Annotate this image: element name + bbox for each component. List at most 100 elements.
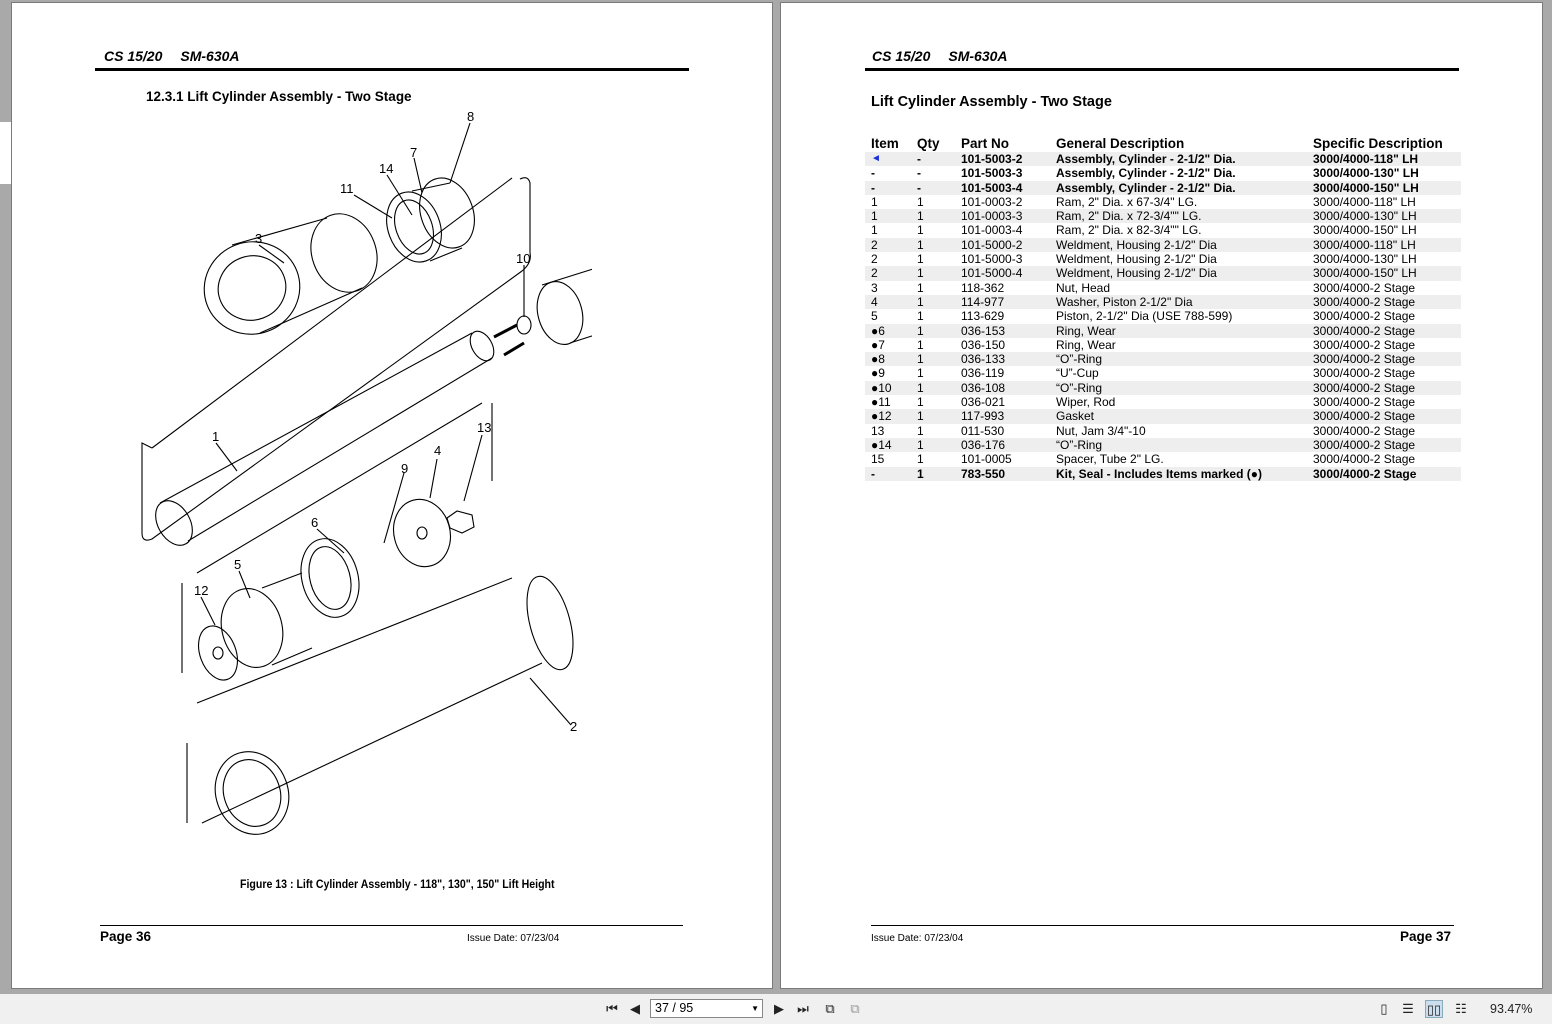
col-general-description: General Description (1056, 136, 1185, 151)
table-cell: 036-153 (955, 323, 1050, 338)
table-cell: 13 (871, 423, 885, 438)
first-page-icon[interactable]: ⏮ (606, 1001, 618, 1016)
callout-11: 11 (340, 181, 354, 196)
table-cell: 3000/4000-2 Stage (1313, 395, 1416, 410)
parts-table: Item Qty Part No General Description Spe… (865, 136, 1461, 481)
single-page-icon[interactable]: ▯ (1380, 1001, 1388, 1016)
callout-9: 9 (401, 461, 408, 476)
table-cell: 3000/4000-2 Stage (1307, 409, 1461, 424)
table-cell: 3000/4000-130" LH (1313, 252, 1417, 267)
table-cell: Nut, Jam 3/4"-10 (1056, 423, 1146, 438)
table-cell: Assembly, Cylinder - 2-1/2" Dia. (1050, 152, 1307, 167)
table-cell: Spacer, Tube 2" LG. (1056, 452, 1164, 467)
table-cell: 101-0003-3 (955, 209, 1050, 224)
header-manual: SM-630A (180, 48, 240, 64)
next-view-icon[interactable]: ⧉ (850, 1001, 860, 1016)
table-cell: 5 (871, 309, 878, 324)
prev-page-icon[interactable]: ◀ (630, 1001, 640, 1016)
facing-icon[interactable]: ▯▯ (1425, 1000, 1443, 1018)
table-cell: 15 (871, 452, 885, 467)
table-cell: ●10 (865, 380, 911, 396)
table-cell: 1 (911, 466, 955, 481)
continuous-facing-icon[interactable]: ☷ (1455, 1001, 1467, 1016)
chevron-down-icon[interactable]: ▼ (751, 1004, 759, 1013)
table-cell: Ring, Wear (1056, 337, 1116, 352)
table-cell: 3000/4000-150" LH (1313, 223, 1417, 238)
table-cell: 3000/4000-2 Stage (1313, 309, 1416, 324)
exploded-view-drawing: 8 7 14 11 3 15 10 1 13 4 9 6 5 12 2 (141, 109, 592, 835)
table-cell: 1 (917, 366, 924, 381)
table-cell: Ram, 2" Dia. x 72-3/4"" LG. (1050, 209, 1307, 224)
table-cell: 1 (911, 352, 955, 367)
callout-6: 6 (311, 515, 318, 530)
table-cell: 101-5003-2 (955, 152, 1050, 167)
issue-date: Issue Date: 07/23/04 (871, 933, 964, 944)
table-cell: 101-0003-4 (961, 223, 1023, 238)
table-cell: Ring, Wear (1050, 323, 1307, 338)
next-page-icon[interactable]: ▶ (774, 1001, 784, 1016)
table-cell: ●12 (865, 409, 911, 424)
table-cell: Washer, Piston 2-1/2" Dia (1050, 294, 1307, 310)
table-cell: 1 (871, 194, 878, 209)
callout-12: 12 (194, 583, 208, 598)
table-cell: 3000/4000-130" LH (1313, 166, 1419, 181)
table-cell: 1 (917, 280, 924, 295)
table-cell: 1 (911, 294, 955, 310)
callout-13: 13 (477, 420, 491, 435)
table-cell: Assembly, Cylinder - 2-1/2" Dia. (1050, 180, 1307, 195)
table-cell: 117-993 (955, 409, 1050, 424)
table-cell: 3000/4000-2 Stage (1313, 366, 1416, 381)
table-cell: “O”-Ring (1050, 352, 1307, 367)
table-cell: 011-530 (961, 423, 1005, 438)
table-cell: 3000/4000-118" LH (1307, 237, 1461, 253)
table-cell: 114-977 (955, 294, 1050, 310)
page-indicator: 37 / 95 (655, 1001, 694, 1015)
table-cell: - (911, 152, 955, 167)
table-cell: 1 (917, 423, 924, 438)
table-cell: 101-5000-4 (955, 266, 1050, 281)
table-cell: 4 (865, 294, 911, 310)
section-title: 12.3.1 Lift Cylinder Assembly - Two Stag… (146, 89, 412, 104)
callout-7: 7 (410, 145, 417, 160)
table-cell: ●6 (865, 323, 911, 338)
table-cell: 1 (917, 194, 924, 209)
table-cell: “U”-Cup (1056, 366, 1099, 381)
prev-view-icon[interactable]: ⧉ (825, 1001, 835, 1016)
table-cell: 1 (911, 209, 955, 224)
table-cell: 3000/4000-118" LH (1313, 194, 1416, 209)
table-cell: 036-133 (955, 352, 1050, 367)
table-cell: 101-5000-3 (961, 252, 1023, 267)
table-cell: 3000/4000-118" LH (1307, 152, 1461, 167)
col-part-no: Part No (961, 136, 1010, 151)
table-cell: Weldment, Housing 2-1/2" Dia (1050, 266, 1307, 281)
table-cell: “O”-Ring (1050, 437, 1307, 453)
table-cell: - (865, 466, 911, 481)
table-cell: - (865, 180, 911, 195)
page-number-input[interactable]: 37 / 95 ▼ (650, 999, 763, 1018)
callout-4: 4 (434, 443, 441, 458)
table-cell: ●8 (865, 352, 911, 367)
table-cell: ●11 (871, 395, 891, 410)
callout-3: 3 (255, 231, 262, 246)
zoom-level[interactable]: 93.47% (1490, 1002, 1533, 1016)
continuous-icon[interactable]: ☰ (1402, 1001, 1414, 1016)
table-cell: 1 (917, 252, 924, 267)
figure-caption: Figure 13 : Lift Cylinder Assembly - 118… (240, 879, 555, 891)
last-page-icon[interactable]: ⏭ (797, 1001, 809, 1016)
callout-10: 10 (516, 251, 530, 266)
table-cell: 1 (865, 209, 911, 224)
header-rule (865, 68, 1459, 71)
table-cell: 101-5003-3 (961, 166, 1023, 181)
table-cell: 2 (865, 237, 911, 253)
window-edge-tab (0, 122, 11, 184)
